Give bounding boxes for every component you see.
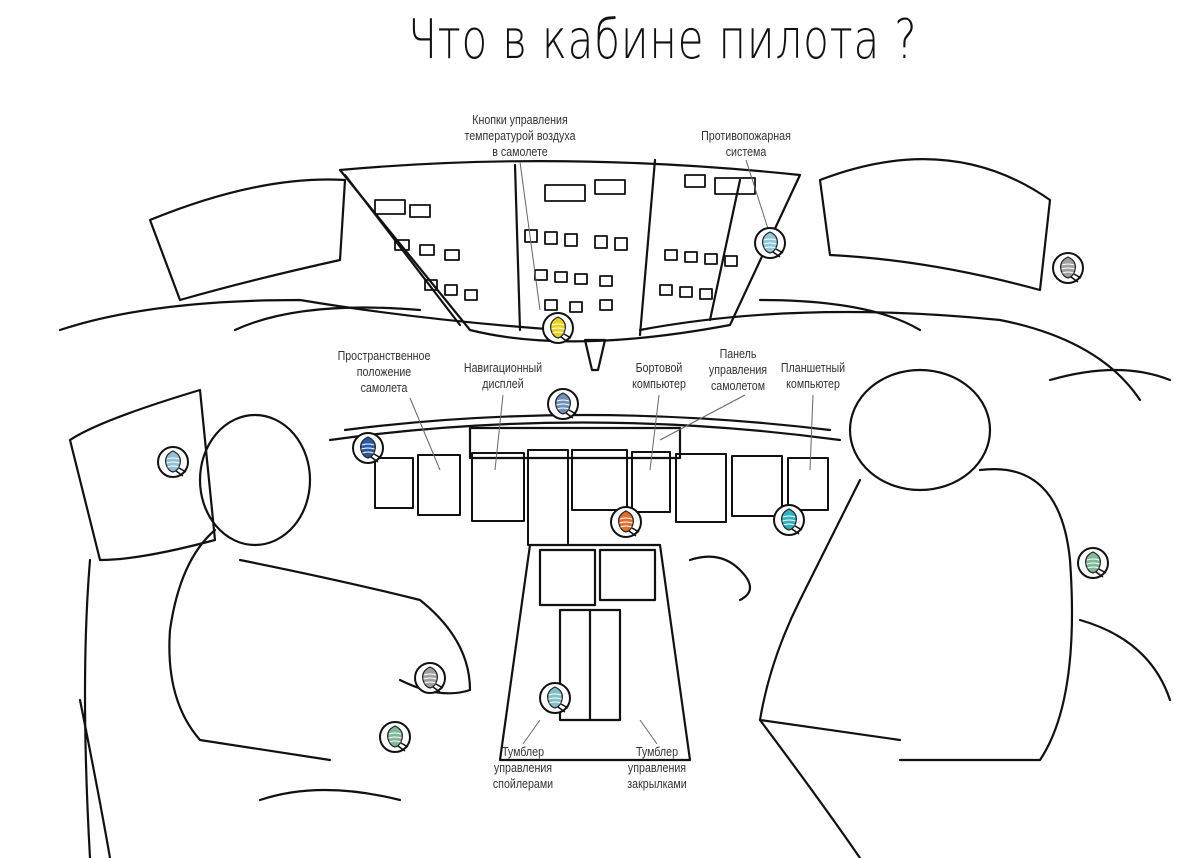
cockpit-marker-icon [772, 503, 806, 537]
label-attitude: Пространственное положение самолета [337, 348, 431, 395]
cockpit-marker-icon [1076, 546, 1110, 580]
cockpit-marker-icon [609, 505, 643, 539]
cockpit-marker-icon [541, 311, 575, 345]
label-tablet-computer: Планшетный компьютер [780, 360, 846, 391]
label-onboard-computer: Бортовой компьютер [632, 360, 686, 391]
label-nav-display: Навигационный дисплей [463, 360, 543, 391]
cockpit-marker-icon [1051, 251, 1085, 285]
cockpit-marker-icon [546, 387, 580, 421]
cockpit-marker-icon [351, 431, 385, 465]
page-title: Что в кабине пилота ? [408, 8, 918, 71]
label-flight-control-panel: Панель управления самолетом [708, 346, 768, 393]
cockpit-marker-icon [753, 226, 787, 260]
label-fire-protection: Противопожарная система [701, 128, 791, 159]
cockpit-marker-icon [538, 681, 572, 715]
label-air-temp-controls: Кнопки управления температурой воздуха в… [464, 112, 576, 159]
label-spoiler-lever: Тумблер управления спойлерами [492, 744, 554, 791]
label-flap-lever: Тумблер управления закрылками [627, 744, 687, 791]
cockpit-marker-icon [378, 720, 412, 754]
cockpit-marker-icon [413, 661, 447, 695]
cockpit-marker-icon [156, 445, 190, 479]
